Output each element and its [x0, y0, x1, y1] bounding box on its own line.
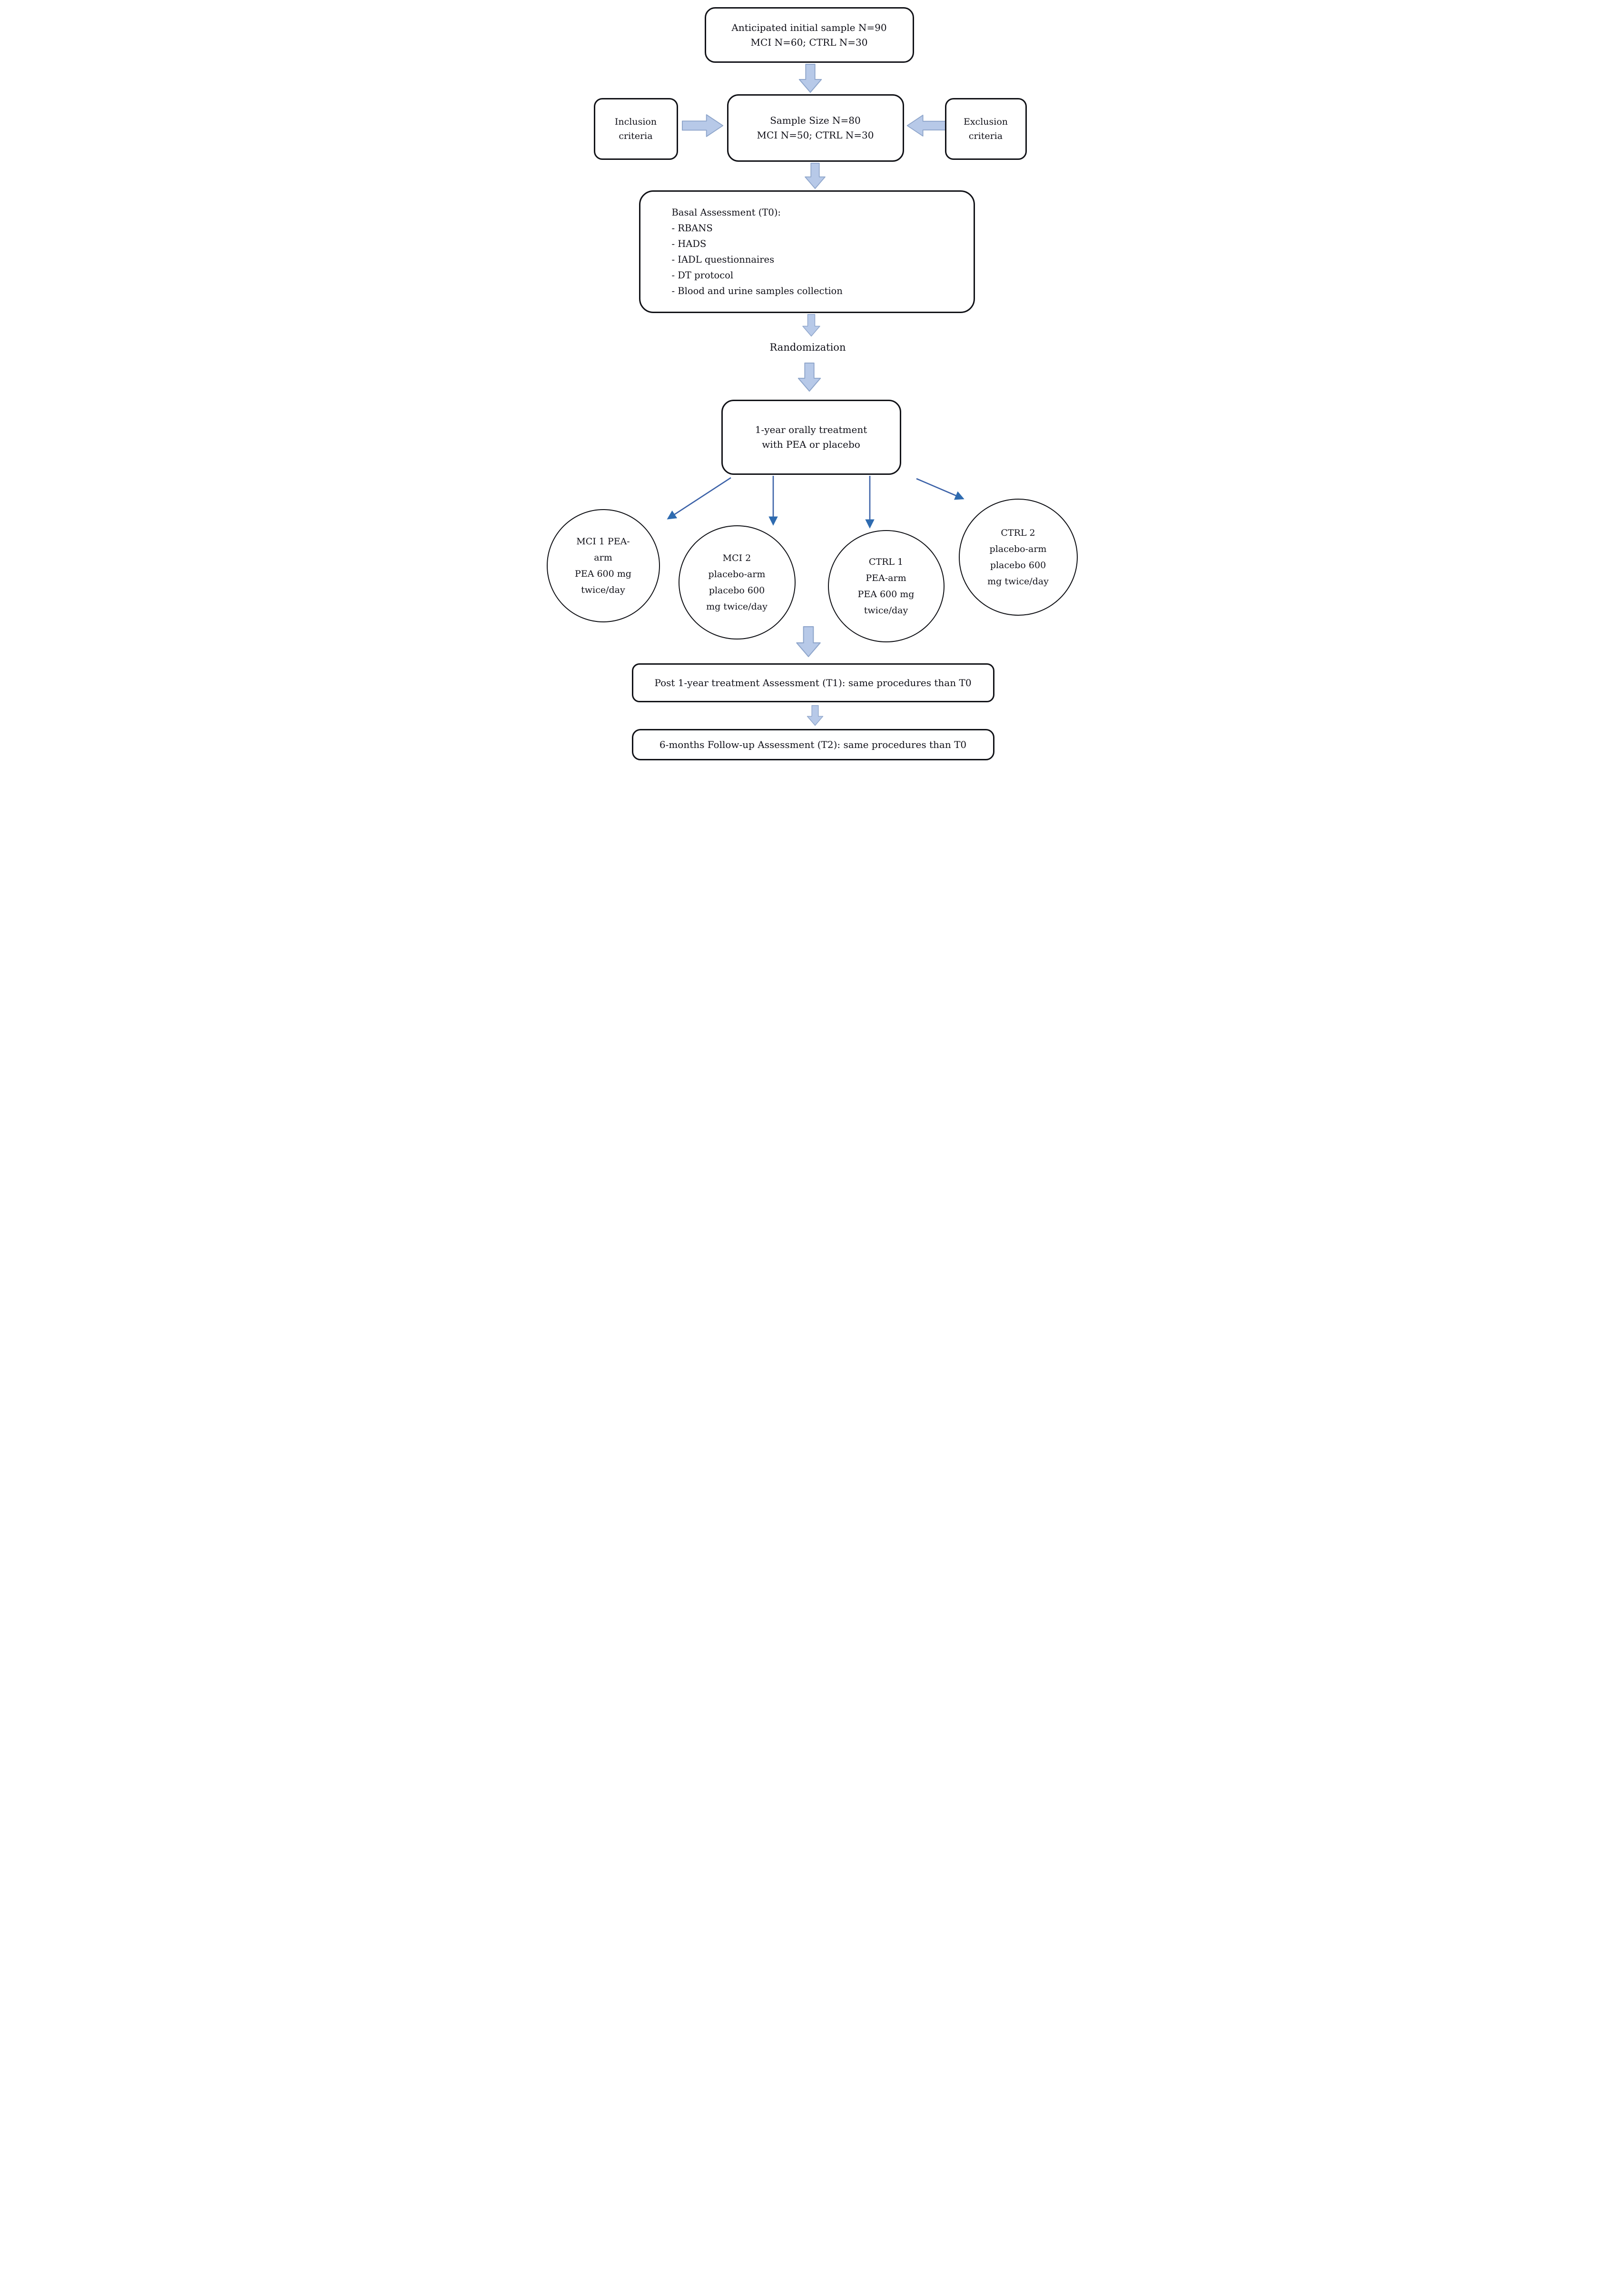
basal-assessment-box: Basal Assessment (T0): - RBANS - HADS - … — [639, 190, 975, 313]
circle-line: CTRL 1 — [868, 557, 904, 567]
t2-assessment-box: 6-months Follow-up Assessment (T2): same… — [631, 729, 994, 760]
circle-line: PEA 600 mg — [575, 569, 631, 579]
circle-line: arm — [594, 552, 612, 563]
down-arrow-icon — [798, 64, 822, 93]
anticipated-sample-line2: MCI N=60; CTRL N=30 — [750, 36, 868, 48]
arrow-to-ctrl2 — [915, 478, 965, 500]
circle-line: mg twice/day — [706, 601, 768, 612]
down-arrow-icon — [796, 626, 821, 657]
anticipated-sample-line1: Anticipated initial sample N=90 — [731, 21, 887, 33]
exclusion-criteria-box: Exclusion criteria — [945, 98, 1027, 160]
circle-line: PEA 600 mg — [857, 589, 915, 600]
treatment-line2: with PEA or placebo — [762, 439, 860, 450]
t2-assessment-text: 6-months Follow-up Assessment (T2): same… — [659, 739, 967, 750]
exclusion-line2: criteria — [968, 131, 1003, 141]
flowchart-canvas: Anticipated initial sample N=90 MCI N=60… — [541, 0, 1083, 761]
inclusion-line2: criteria — [619, 131, 653, 141]
basal-item: - HADS — [671, 238, 707, 249]
sample-size-line1: Sample Size N=80 — [770, 115, 861, 126]
circle-line: MCI 2 — [722, 553, 751, 563]
circle-line: placebo 600 — [709, 585, 765, 596]
down-arrow-icon — [802, 314, 820, 337]
down-arrow-icon — [807, 705, 823, 726]
arrow-to-mci1 — [667, 477, 731, 520]
anticipated-sample-box: Anticipated initial sample N=90 MCI N=60… — [704, 7, 914, 63]
inclusion-line1: Inclusion — [614, 117, 657, 127]
randomization-label: Randomization — [769, 342, 846, 353]
circle-line: placebo 600 — [990, 560, 1046, 570]
basal-title: Basal Assessment (T0): — [671, 207, 781, 218]
circle-line: MCI 1 PEA- — [576, 536, 630, 547]
inclusion-criteria-box: Inclusion criteria — [593, 98, 678, 160]
down-arrow-icon — [797, 363, 821, 392]
basal-item: - RBANS — [671, 223, 713, 234]
exclusion-line1: Exclusion — [963, 117, 1008, 127]
arm-circle-ctrl2: CTRL 2 placebo-arm placebo 600 mg twice/… — [958, 499, 1078, 616]
t1-assessment-box: Post 1-year treatment Assessment (T1): s… — [631, 663, 994, 702]
circle-line: twice/day — [581, 585, 625, 595]
left-arrow-icon — [906, 115, 946, 137]
down-arrow-icon — [804, 163, 826, 189]
sample-size-line2: MCI N=50; CTRL N=30 — [757, 129, 874, 141]
circle-line: mg twice/day — [987, 576, 1049, 587]
treatment-box: 1-year orally treatment with PEA or plac… — [721, 400, 901, 475]
basal-item: - Blood and urine samples collection — [671, 285, 843, 296]
branch-arrows — [667, 476, 965, 529]
t1-assessment-text: Post 1-year treatment Assessment (T1): s… — [654, 677, 972, 689]
circle-line: twice/day — [864, 605, 908, 616]
circle-line: placebo-arm — [989, 544, 1047, 554]
sample-size-box: Sample Size N=80 MCI N=50; CTRL N=30 — [727, 94, 904, 162]
arm-circle-mci1: MCI 1 PEA- arm PEA 600 mg twice/day — [546, 509, 660, 622]
circle-line: PEA-arm — [866, 573, 906, 583]
circle-line: CTRL 2 — [1001, 528, 1035, 538]
arm-circle-ctrl1: CTRL 1 PEA-arm PEA 600 mg twice/day — [827, 530, 945, 642]
arm-circle-mci2: MCI 2 placebo-arm placebo 600 mg twice/d… — [678, 525, 796, 639]
basal-item: - IADL questionnaires — [671, 254, 775, 265]
treatment-line1: 1-year orally treatment — [755, 424, 867, 435]
basal-item: - DT protocol — [671, 270, 734, 281]
circle-line: placebo-arm — [708, 569, 766, 580]
right-arrow-icon — [681, 114, 723, 137]
